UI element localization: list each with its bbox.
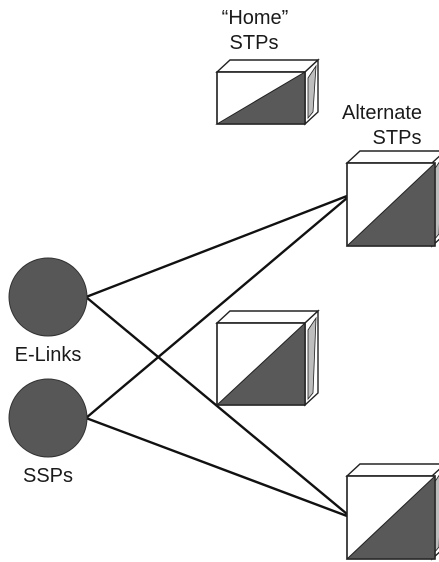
- ssps-node: [8, 378, 88, 458]
- lower-alternate-stp-cube-icon: [345, 463, 439, 561]
- home-stps-label-line1: “Home”: [222, 7, 289, 29]
- middle-stp-cube-icon: [215, 309, 320, 407]
- e-links-label: E-Links: [15, 344, 82, 366]
- e-links-node: [8, 257, 88, 337]
- alternate-stps-label-line1: Alternate: [342, 102, 422, 124]
- home-stp-cube-icon: [215, 58, 320, 126]
- link-ssps-to-stp-bottom: [85, 416, 348, 518]
- alternate-stps-label-line2: STPs: [373, 127, 422, 149]
- link-elinks-to-alternate-stp-top: [85, 194, 348, 299]
- alternate-stp-cube-icon: [345, 150, 439, 248]
- link-ssps-to-alternate-stp-top: [85, 197, 348, 419]
- home-stps-label-line2: STPs: [230, 32, 279, 54]
- ssps-label: SSPs: [23, 465, 73, 487]
